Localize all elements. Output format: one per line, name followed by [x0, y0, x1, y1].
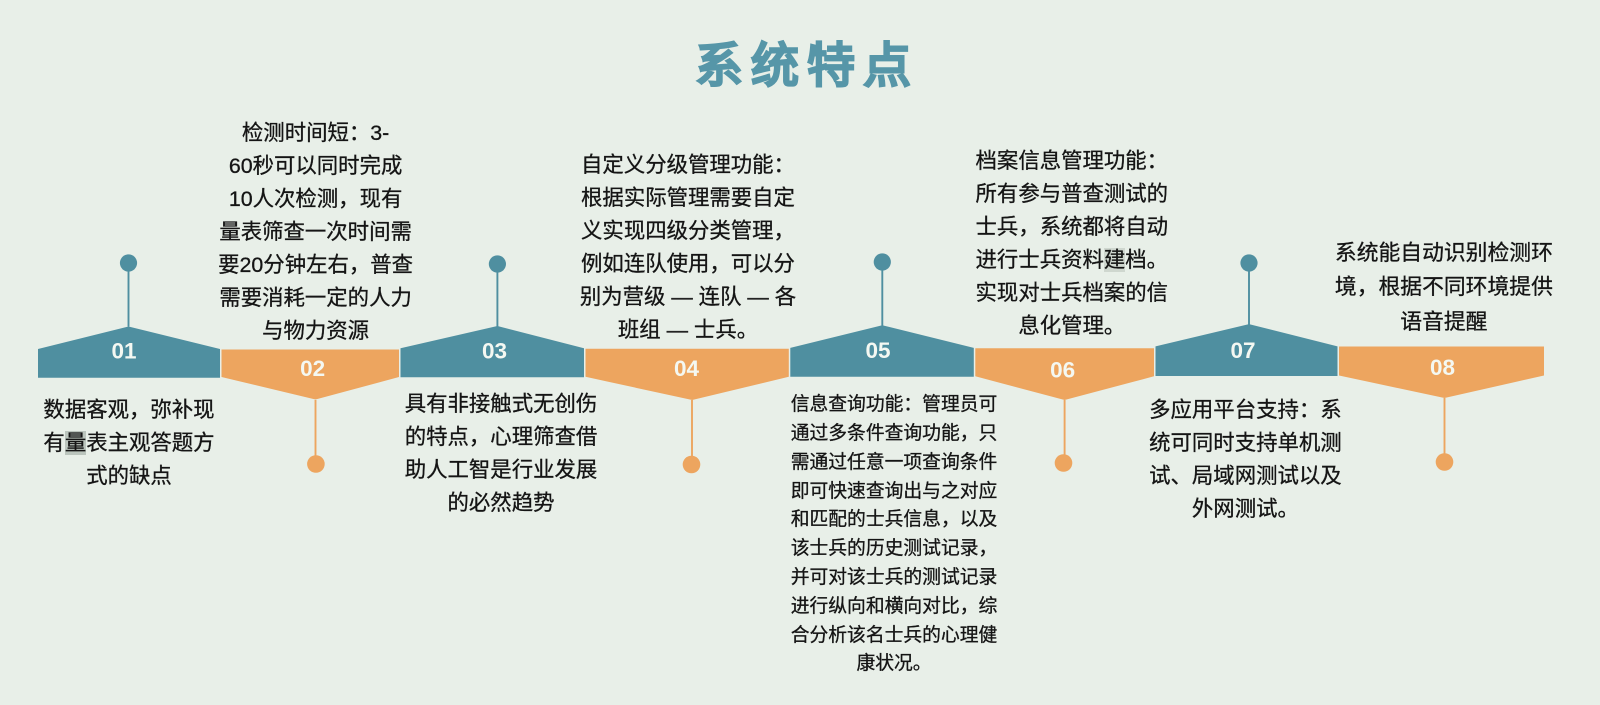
svg-text:06: 06: [1050, 358, 1075, 383]
svg-text:03: 03: [482, 339, 507, 364]
svg-text:05: 05: [865, 338, 890, 363]
svg-text:01: 01: [111, 339, 136, 364]
svg-text:04: 04: [674, 356, 700, 381]
svg-text:08: 08: [1430, 355, 1455, 380]
svg-text:02: 02: [300, 356, 325, 381]
svg-text:07: 07: [1230, 338, 1255, 363]
